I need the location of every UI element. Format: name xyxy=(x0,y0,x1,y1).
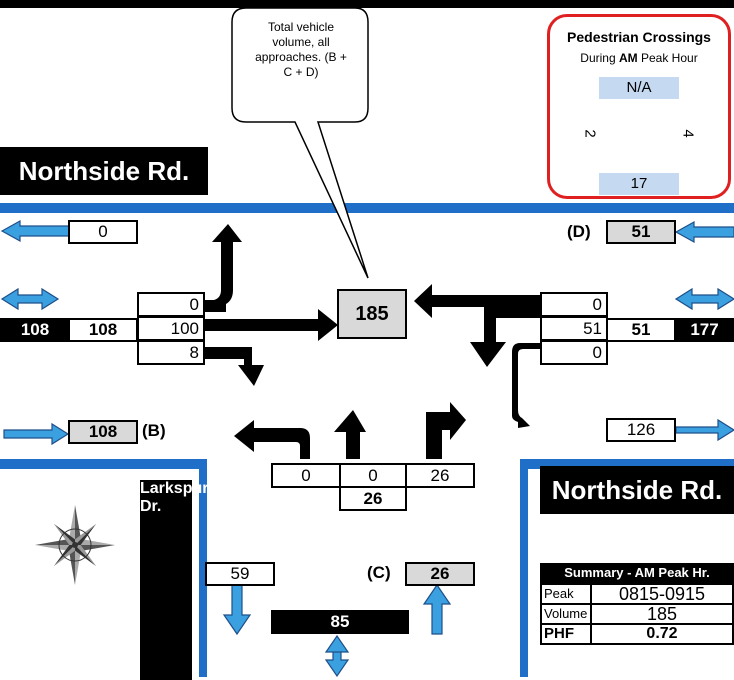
south-right-volume: 26 xyxy=(405,463,475,488)
west-total-twoway: 108 xyxy=(0,318,70,342)
summary-title: Summary - AM Peak Hr. xyxy=(540,563,734,583)
summary-row: Peak Hr. 0815-0915 xyxy=(540,583,734,605)
summary-value: 0815-0915 xyxy=(590,583,734,605)
south-left-volume: 0 xyxy=(271,463,341,488)
ped-subtitle-pre: During xyxy=(580,51,619,65)
east-departing-arrow xyxy=(676,420,734,440)
west-entering-box: 108 xyxy=(68,420,138,444)
east-approach-code: (D) xyxy=(567,222,591,242)
east-total-twoway: 177 xyxy=(675,318,734,342)
compass-rose-icon xyxy=(33,503,118,588)
east-approach-arrow xyxy=(676,222,734,242)
summary-label: PHF xyxy=(540,623,592,645)
summary-value: 185 xyxy=(590,603,734,625)
ped-east-value: 4 xyxy=(680,129,697,137)
west-twoway-arrow xyxy=(2,289,58,309)
west-entering-arrow xyxy=(4,424,68,444)
summary-label: Volume xyxy=(540,603,592,625)
south-twoway-arrow-up xyxy=(326,636,348,652)
west-departing-arrow xyxy=(2,221,70,241)
south-through-arrow xyxy=(334,410,366,459)
south-entering-box: 26 xyxy=(405,562,475,586)
summary-value: 0.72 xyxy=(590,623,734,645)
south-through-volume: 0 xyxy=(339,463,407,488)
east-twoway-arrow xyxy=(676,289,734,309)
south-departing-box: 59 xyxy=(205,562,275,586)
summary-row: Volume 185 xyxy=(540,603,734,625)
south-entering-arrow xyxy=(424,585,450,634)
ped-crossings-panel: Pedestrian Crossings During AM Peak Hour… xyxy=(547,14,731,199)
summary-label: Peak Hr. xyxy=(540,583,592,605)
south-departing-arrow xyxy=(224,585,250,634)
north-street-label: Northside Rd. xyxy=(0,147,208,195)
ped-subtitle: During AM Peak Hour xyxy=(550,51,728,65)
east-departing-box: 126 xyxy=(606,418,676,442)
west-right-volume: 8 xyxy=(137,340,205,365)
ped-subtitle-bold: AM xyxy=(619,51,638,65)
callout-text: Total vehicle volume, all approaches. (B… xyxy=(252,20,350,80)
east-approach-total-box: 51 xyxy=(606,220,676,244)
ped-north-value: N/A xyxy=(599,77,679,99)
west-approach-total: 108 xyxy=(68,318,138,342)
south-total-twoway: 85 xyxy=(271,610,409,634)
west-left-volume: 0 xyxy=(137,292,205,317)
ped-subtitle-post: Peak Hour xyxy=(638,51,698,65)
east-right-turn-arrow xyxy=(512,343,540,428)
east-right-volume: 0 xyxy=(540,340,608,365)
west-left-turn-arrow xyxy=(203,224,242,312)
west-through-arrow xyxy=(204,309,338,341)
south-approach-total: 26 xyxy=(339,486,407,511)
west-right-turn-arrow xyxy=(204,347,264,386)
west-entering-code: (B) xyxy=(142,421,166,441)
west-through-volume: 100 xyxy=(137,316,205,341)
summary-table: Summary - AM Peak Hr. Peak Hr. 0815-0915… xyxy=(540,563,734,659)
total-volume-box: 185 xyxy=(337,289,407,339)
south-right-turn-arrow xyxy=(426,402,466,459)
east-left-turn-arrow xyxy=(470,306,540,367)
east-through-volume: 51 xyxy=(540,316,608,341)
south-left-turn-arrow xyxy=(234,420,310,459)
south-approach-code: (C) xyxy=(367,563,391,583)
south-street-label-text: Larkspur Dr. xyxy=(146,480,186,680)
east-approach-total: 51 xyxy=(606,318,676,342)
east-left-volume: 0 xyxy=(540,292,608,317)
ped-west-value: 2 xyxy=(582,129,599,137)
ped-south-value: 17 xyxy=(599,173,679,195)
ped-title: Pedestrian Crossings xyxy=(550,29,728,45)
summary-row: PHF 0.72 xyxy=(540,623,734,645)
east-street-label: Northside Rd. xyxy=(540,466,734,514)
west-departing-box: 0 xyxy=(68,220,138,244)
